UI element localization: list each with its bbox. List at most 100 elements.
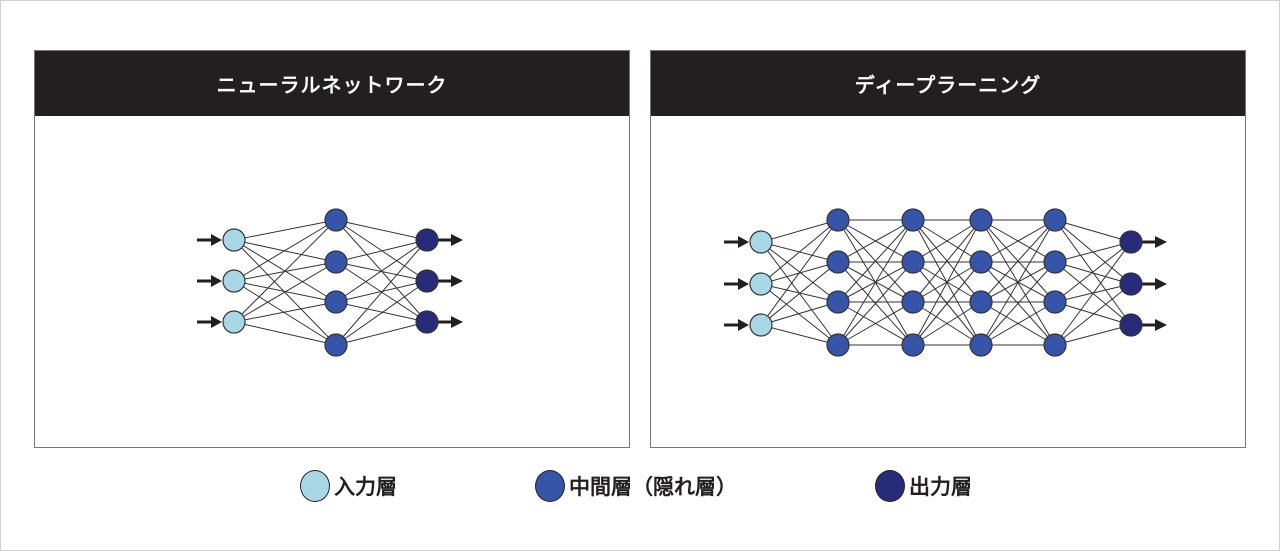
connection (837, 219, 914, 346)
output-node (1119, 230, 1143, 254)
output-node (415, 228, 439, 252)
connection (233, 261, 337, 323)
input-node (749, 313, 773, 337)
connection (1054, 241, 1132, 303)
hidden-node (826, 290, 850, 314)
output-arrow-head (451, 234, 463, 246)
connection (760, 219, 839, 285)
input-arrow-head (738, 319, 749, 331)
connection (1054, 261, 1132, 285)
connection (1054, 241, 1132, 346)
hidden-node (1043, 333, 1067, 357)
connection (912, 219, 982, 303)
connection (760, 261, 839, 326)
connection (980, 219, 1056, 303)
connection (335, 239, 428, 303)
hidden-node (901, 290, 925, 314)
input-node (749, 230, 773, 254)
connection (335, 321, 428, 346)
connection (1054, 283, 1132, 346)
legend-hidden: 中間層（隠れ層） (535, 470, 737, 502)
connection (760, 219, 839, 326)
hidden-node (901, 250, 925, 274)
hidden-node (324, 333, 348, 357)
connection (233, 301, 337, 323)
connection (233, 219, 337, 241)
legend-output: 出力層 (875, 470, 972, 502)
panel-title: ディープラーニング (651, 51, 1245, 116)
panel-deep-learning: ディープラーニング (650, 50, 1246, 448)
connection (1054, 324, 1132, 346)
legend-label: 入力層 (334, 475, 397, 499)
connection (980, 219, 1056, 263)
input-node (222, 269, 246, 293)
connection (1054, 301, 1132, 326)
input-node (749, 272, 773, 296)
hidden-node (826, 208, 850, 232)
output-arrow-head (451, 316, 463, 328)
hidden-node (969, 208, 993, 232)
input-arrow-head (738, 236, 749, 248)
input-node (222, 310, 246, 334)
output-node (415, 269, 439, 293)
output-arrow-head (1155, 236, 1167, 248)
hidden-node (901, 333, 925, 357)
output-arrow-head (451, 275, 463, 287)
hidden-node (1043, 208, 1067, 232)
connection (912, 301, 982, 346)
hidden-node (1043, 250, 1067, 274)
connection (912, 219, 982, 263)
output-node (415, 310, 439, 334)
connection (335, 219, 428, 241)
connection (760, 219, 839, 243)
connection (980, 261, 1056, 346)
connection (980, 301, 1056, 346)
legend-label: 中間層（隠れ層） (569, 475, 737, 499)
connection (335, 280, 428, 303)
input-node (222, 228, 246, 252)
hidden-node (826, 250, 850, 274)
hidden-node (1043, 290, 1067, 314)
connection (335, 239, 428, 263)
output-arrow-head (1155, 319, 1167, 331)
connection (335, 280, 428, 346)
connection (233, 321, 337, 346)
connection (233, 280, 337, 346)
panel-neural-network: ニューラルネットワーク (34, 50, 630, 448)
connection (1054, 219, 1132, 243)
input-arrow-head (738, 278, 749, 290)
panel-title: ニューラルネットワーク (35, 51, 629, 116)
connection (1054, 241, 1132, 263)
connection (335, 239, 428, 346)
connection (837, 219, 914, 303)
connection (912, 261, 982, 346)
hidden-node (969, 333, 993, 357)
hidden-node-swatch (535, 470, 565, 502)
connection (760, 283, 839, 346)
hidden-node (324, 290, 348, 314)
connection (980, 219, 1056, 346)
hidden-node (826, 333, 850, 357)
connection (233, 219, 337, 323)
output-node-swatch (875, 470, 905, 502)
connection (760, 324, 839, 346)
hidden-node (901, 208, 925, 232)
output-node (1119, 313, 1143, 337)
connection (912, 219, 982, 346)
connection (837, 261, 914, 346)
hidden-node (969, 250, 993, 274)
connection (760, 301, 839, 326)
output-node (1119, 272, 1143, 296)
hidden-node (324, 250, 348, 274)
input-arrow-head (211, 275, 222, 287)
connection (233, 219, 337, 282)
connection (837, 301, 914, 346)
legend-input: 入力層 (300, 470, 397, 502)
hidden-node (969, 290, 993, 314)
connection (837, 219, 914, 263)
input-arrow-head (211, 234, 222, 246)
connection (335, 301, 428, 323)
hidden-node (324, 208, 348, 232)
legend-label: 出力層 (909, 475, 972, 499)
